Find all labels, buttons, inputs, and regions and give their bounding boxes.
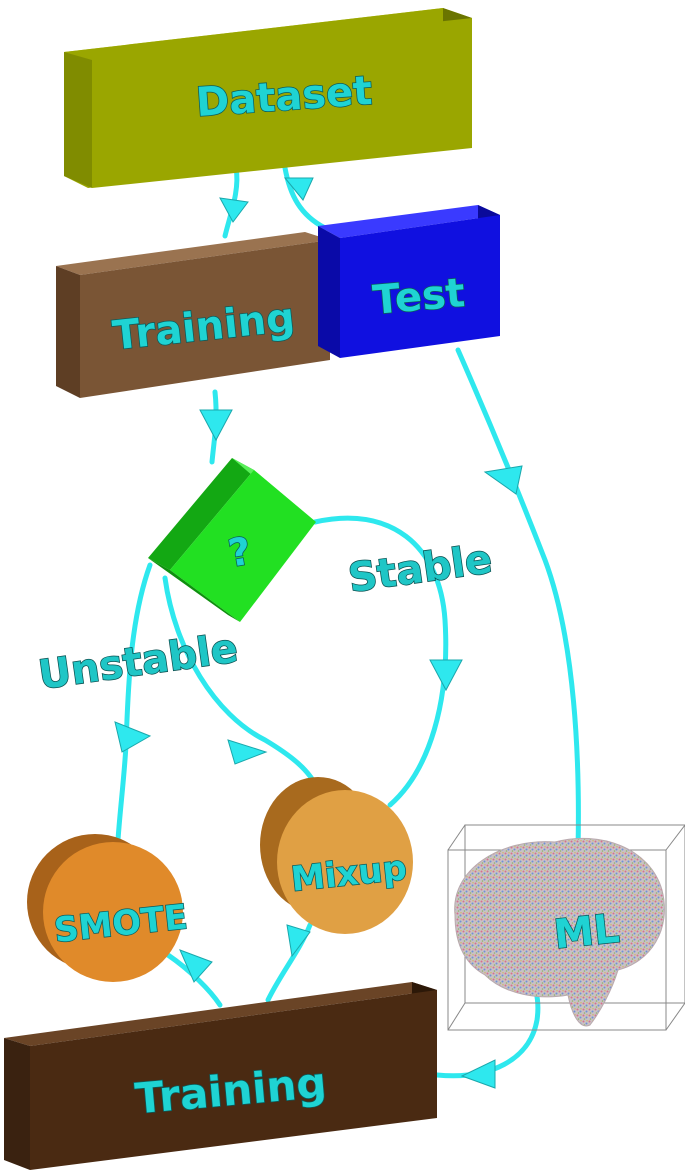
- test-label: Test: [371, 270, 467, 324]
- arrowhead-7: [227, 739, 268, 765]
- test-node: Test: [318, 205, 500, 358]
- brain-shape: [454, 837, 665, 1027]
- arrowhead-3: [199, 409, 233, 442]
- ml-label: ML: [552, 906, 622, 959]
- mixup-node: Mixup: [260, 777, 413, 934]
- arrowhead-9: [286, 924, 311, 958]
- arrowhead-10: [460, 1059, 496, 1089]
- dataset-node: Dataset: [64, 8, 472, 188]
- training-bottom-node: Training: [4, 982, 437, 1170]
- arrowhead-1: [219, 197, 249, 223]
- stable-label: Stable: [345, 536, 494, 602]
- smote-node: SMOTE: [27, 834, 190, 982]
- arrow-test-to-ml: [455, 347, 581, 853]
- arrowheads: [114, 177, 523, 1089]
- arrow-test-to-dataset: [282, 165, 328, 231]
- arrow-decision-stable: [312, 515, 449, 808]
- arrowhead-4: [483, 465, 523, 495]
- arrow-decision-to-mixup: [162, 575, 321, 793]
- ml-node: ML: [447, 824, 685, 1031]
- arrowhead-2: [283, 177, 314, 201]
- training-top-node: Training: [56, 232, 330, 398]
- decision-node: ?: [148, 458, 316, 622]
- arrowhead-6: [114, 721, 152, 753]
- arrowhead-8: [179, 949, 213, 983]
- arrow-decision-unstable: [115, 562, 153, 843]
- arrowhead-5: [429, 659, 463, 692]
- arrow-smote-to-training: [165, 952, 223, 1008]
